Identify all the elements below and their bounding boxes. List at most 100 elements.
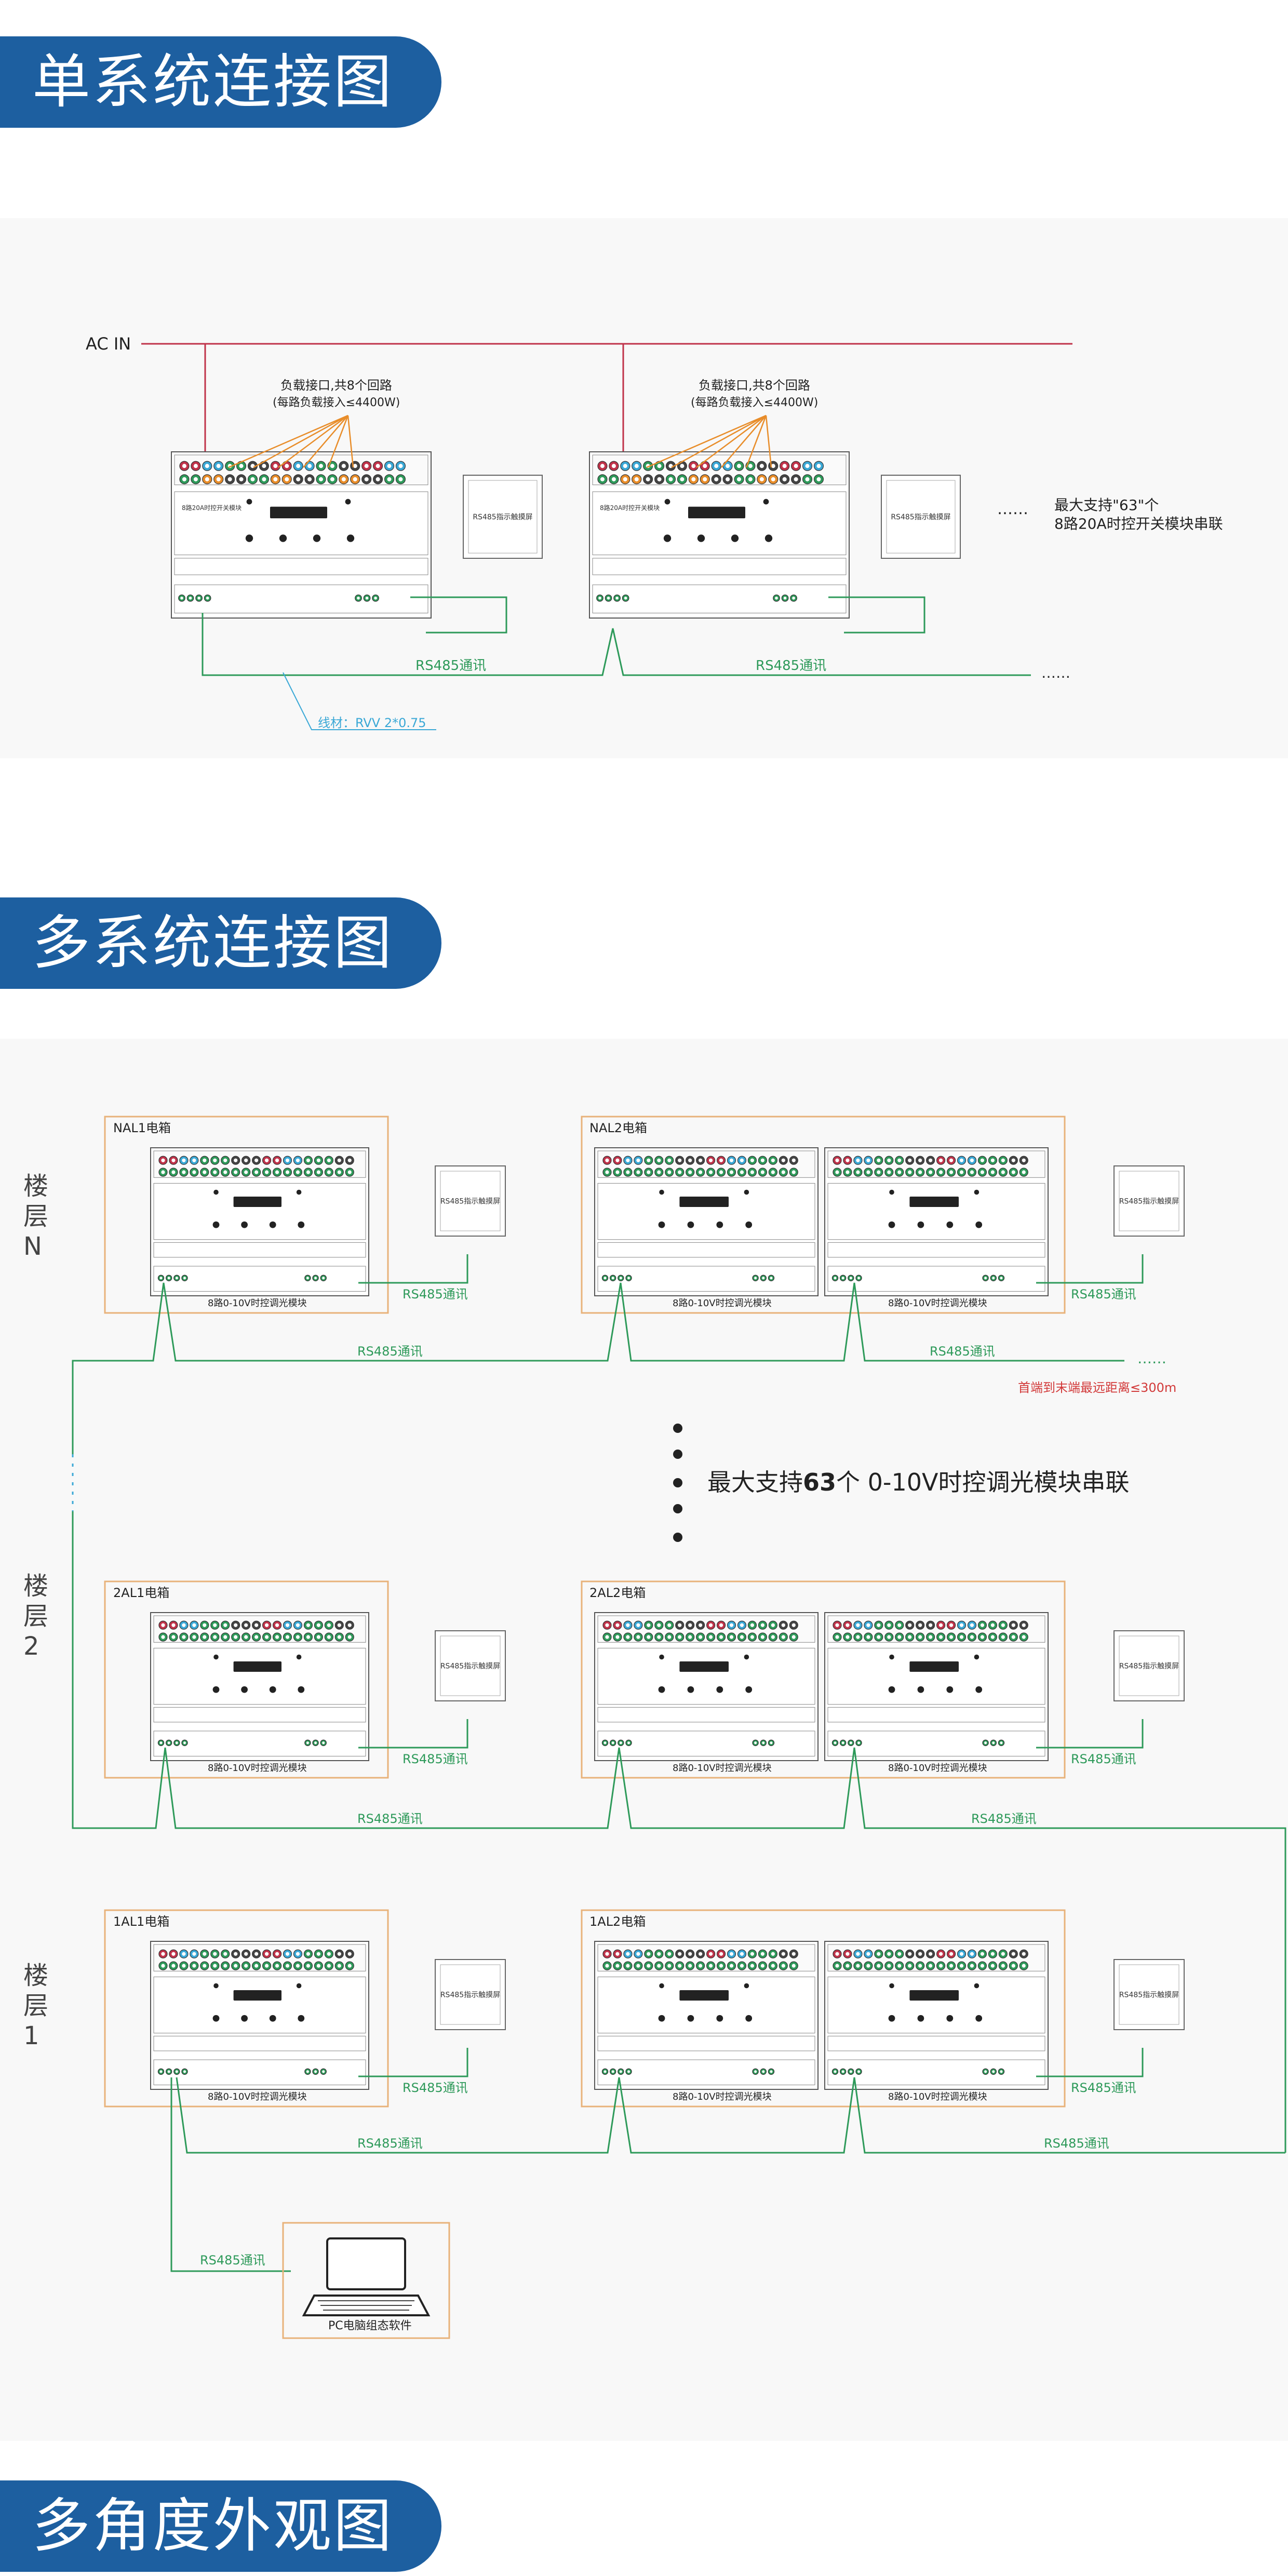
terminal-hole <box>161 1170 165 1174</box>
module-display <box>233 1990 281 2001</box>
terminal-hole <box>781 1635 785 1639</box>
terminal-hole <box>918 1158 922 1162</box>
cabinet-box-2-1 <box>104 1580 389 1779</box>
pc-box <box>282 2222 450 2339</box>
terminal-hole <box>203 1623 207 1627</box>
module-button <box>298 1221 305 1228</box>
terminal-hole <box>254 1964 259 1968</box>
terminal-hole <box>990 1623 995 1627</box>
single-touch-panel-1: RS485指示触摸屏 <box>463 475 543 559</box>
terminal-hole <box>615 1623 620 1627</box>
terminal-hole <box>605 1170 609 1174</box>
terminal-hole <box>203 1952 207 1956</box>
touch-panel-screen <box>886 480 956 554</box>
module-button <box>687 1686 694 1693</box>
terminal-hole <box>234 1952 238 1956</box>
load-fanout-wire <box>303 415 348 468</box>
terminal-hole <box>611 477 616 481</box>
terminal-hole <box>897 1158 902 1162</box>
terminal-hole <box>708 1952 713 1956</box>
terminal-hole <box>330 464 334 468</box>
dimming-module <box>824 1941 1049 2090</box>
terminal-hole <box>750 1623 755 1627</box>
terminal-hole <box>1011 1170 1015 1174</box>
max-support-line-1: 最大支持"63"个 <box>1054 497 1159 514</box>
terminal-hole <box>841 1277 844 1280</box>
terminal-hole <box>688 1170 692 1174</box>
rs485-bus-floor-n <box>72 1282 1124 1363</box>
module-bottom-block <box>153 1730 366 1756</box>
module-display <box>688 506 745 518</box>
terminal-hole <box>327 1635 331 1639</box>
terminal-hole <box>306 1952 311 1956</box>
terminal-hole <box>182 464 186 468</box>
load-interface-title: 负载接口,共8个回路 <box>699 378 810 393</box>
module-button <box>269 1686 276 1693</box>
rs485-label-bus: RS485通讯 <box>357 2136 423 2151</box>
terminal-hole <box>306 2070 309 2073</box>
terminal-hole <box>254 1623 259 1627</box>
terminal-hole <box>866 1623 870 1627</box>
terminal-hole <box>182 1170 186 1174</box>
panel-link <box>358 2048 468 2077</box>
terminal-hole <box>647 1623 651 1627</box>
module-button <box>296 1189 302 1195</box>
terminal-hole <box>244 1635 248 1639</box>
terminal-hole <box>161 1635 165 1639</box>
load-fanout-wire <box>671 414 767 468</box>
module-face <box>827 1183 1045 1240</box>
terminal-hole <box>175 1277 178 1280</box>
terminal-hole <box>688 1952 692 1956</box>
module-caption: 8路0-10V时控调光模块 <box>673 1298 772 1309</box>
terminal-hole <box>929 1170 933 1174</box>
terminal-hole <box>699 1952 703 1956</box>
terminal-hole <box>866 1158 870 1162</box>
terminal-hole <box>740 1170 744 1174</box>
terminal-hole <box>192 1623 196 1627</box>
terminal-hole <box>754 1741 757 1745</box>
module-bottom-block <box>827 1266 1045 1292</box>
touch-panel: RS485指示触摸屏 <box>1113 1630 1185 1701</box>
module-display <box>909 1197 959 1207</box>
terminal-hole <box>264 1952 269 1956</box>
module-bottom-block <box>174 584 428 613</box>
terminal-hole <box>213 1623 217 1627</box>
terminal-hole <box>364 477 369 481</box>
touch-panel: RS485指示触摸屏 <box>1113 1959 1185 2030</box>
load-fanout-wire <box>765 415 772 468</box>
terminal-hole <box>337 1964 341 1968</box>
terminal-hole <box>856 1158 860 1162</box>
terminal-hole <box>1001 1635 1005 1639</box>
touch-panel-label: RS485指示触摸屏 <box>440 1662 500 1671</box>
terminal-hole <box>736 477 742 481</box>
module-face <box>592 491 847 555</box>
terminal-hole <box>959 1623 964 1627</box>
terminal-hole <box>192 1964 196 1968</box>
floor-2-label-char: 2 <box>23 1632 39 1661</box>
module-rail <box>827 1242 1045 1258</box>
terminal-hole <box>990 1158 995 1162</box>
panel-link <box>1036 1719 1144 1749</box>
terminal-hole <box>949 1623 954 1627</box>
load-fanout-wire <box>745 415 767 468</box>
terminal-hole <box>205 477 209 481</box>
terminal-hole <box>835 1158 839 1162</box>
rs485-label-panel: RS485通讯 <box>403 1752 468 1766</box>
terminal-hole <box>970 1170 974 1174</box>
touch-panel: RS485指示触摸屏 <box>435 1165 506 1237</box>
terminal-hole <box>877 1635 881 1639</box>
terminal-hole <box>626 1635 630 1639</box>
terminal-hole <box>227 477 232 481</box>
touch-panel-label: RS485指示触摸屏 <box>1119 1198 1179 1206</box>
terminal-hole <box>316 1158 320 1162</box>
terminal-hole <box>990 1952 995 1956</box>
terminal-hole <box>374 596 377 600</box>
continuation-dots-single: …… <box>1041 664 1070 681</box>
module-rail <box>153 1242 366 1258</box>
terminal-hole <box>714 477 719 481</box>
terminal-hole <box>841 2070 844 2073</box>
terminal-hole <box>647 1952 651 1956</box>
module-button <box>241 1686 248 1693</box>
terminal-hole <box>316 1964 320 1968</box>
terminal-hole <box>316 1170 320 1174</box>
